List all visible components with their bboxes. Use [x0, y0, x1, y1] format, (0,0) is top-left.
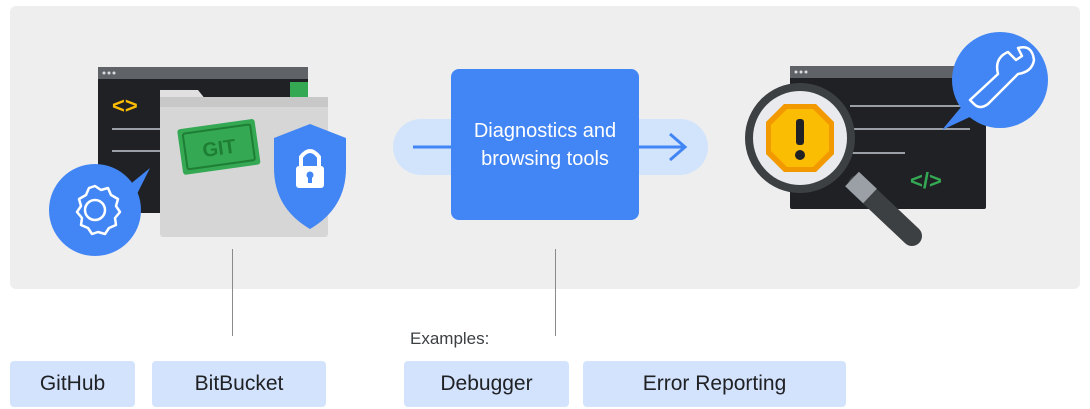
git-badge-icon: GIT [177, 119, 261, 175]
chip-label: Debugger [440, 372, 533, 395]
svg-text:GIT: GIT [201, 136, 237, 162]
wrench-bubble-icon [942, 32, 1048, 130]
magnifier-warning-icon [745, 83, 922, 246]
diagnostics-label: Diagnostics and browsing tools [473, 119, 617, 170]
chip-label: Error Reporting [642, 372, 787, 395]
code-brackets-left-icon: <> [112, 93, 138, 118]
diagnostics-box: Diagnostics and browsing tools [451, 69, 639, 220]
connector-line-right [555, 249, 556, 336]
chip-label: GitHub [39, 372, 106, 395]
connector-line-left [232, 249, 233, 336]
examples-label: Examples: [410, 329, 490, 348]
chip-github: GitHub [10, 361, 135, 407]
code-brackets-right-icon: </> [910, 168, 942, 193]
chip-debugger: Debugger [404, 361, 569, 407]
chip-label: BitBucket [194, 372, 284, 395]
shield-lock-icon [274, 124, 346, 229]
gear-bubble-icon [49, 164, 150, 256]
chip-bitbucket: BitBucket [152, 361, 326, 407]
chip-error-reporting: Error Reporting [583, 361, 846, 407]
